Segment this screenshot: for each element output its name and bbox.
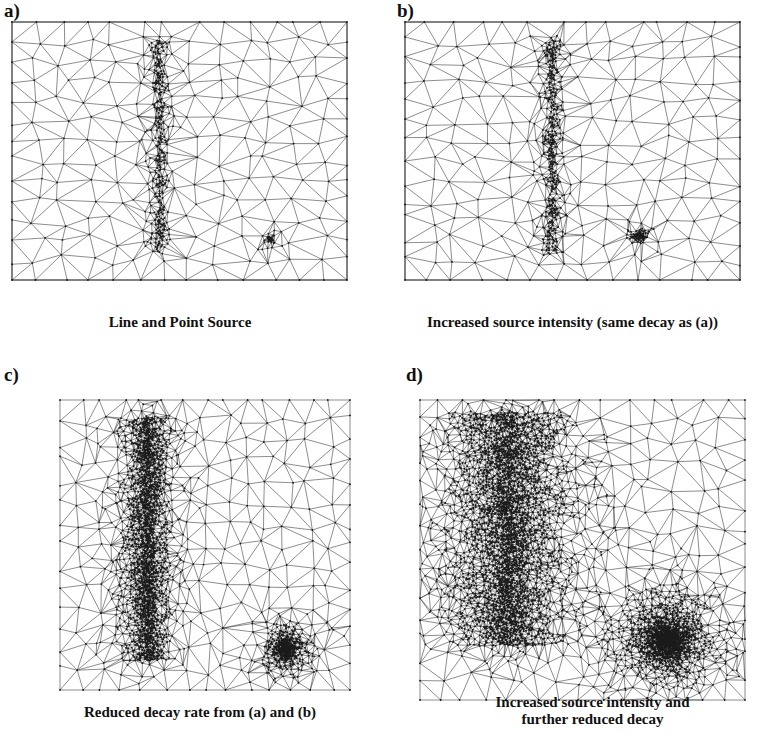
mesh-vertices bbox=[11, 21, 348, 281]
panel-letter: a) bbox=[4, 0, 20, 22]
panel-letter: d) bbox=[406, 364, 423, 386]
mesh-vertices bbox=[404, 21, 741, 281]
triangle-mesh bbox=[59, 399, 351, 691]
mesh-edges bbox=[12, 22, 347, 280]
triangle-mesh bbox=[419, 399, 746, 701]
mesh-vertices bbox=[59, 399, 351, 691]
triangle-mesh bbox=[11, 21, 348, 281]
panel-letter: c) bbox=[4, 364, 19, 386]
panel-border bbox=[405, 22, 740, 280]
mesh-edges bbox=[420, 400, 745, 700]
mesh-edges bbox=[60, 400, 350, 690]
panel-border bbox=[12, 22, 347, 280]
panel-caption: Line and Point Source bbox=[20, 314, 340, 331]
panel-caption: Increased source intensity (same decay a… bbox=[400, 314, 745, 331]
panel-caption: Increased source intensity and further r… bbox=[480, 694, 705, 729]
triangle-mesh bbox=[404, 21, 741, 281]
panel-caption: Reduced decay rate from (a) and (b) bbox=[40, 704, 360, 721]
panel-letter: b) bbox=[397, 0, 414, 22]
mesh-edges bbox=[405, 22, 740, 280]
mesh-vertices bbox=[419, 399, 746, 701]
